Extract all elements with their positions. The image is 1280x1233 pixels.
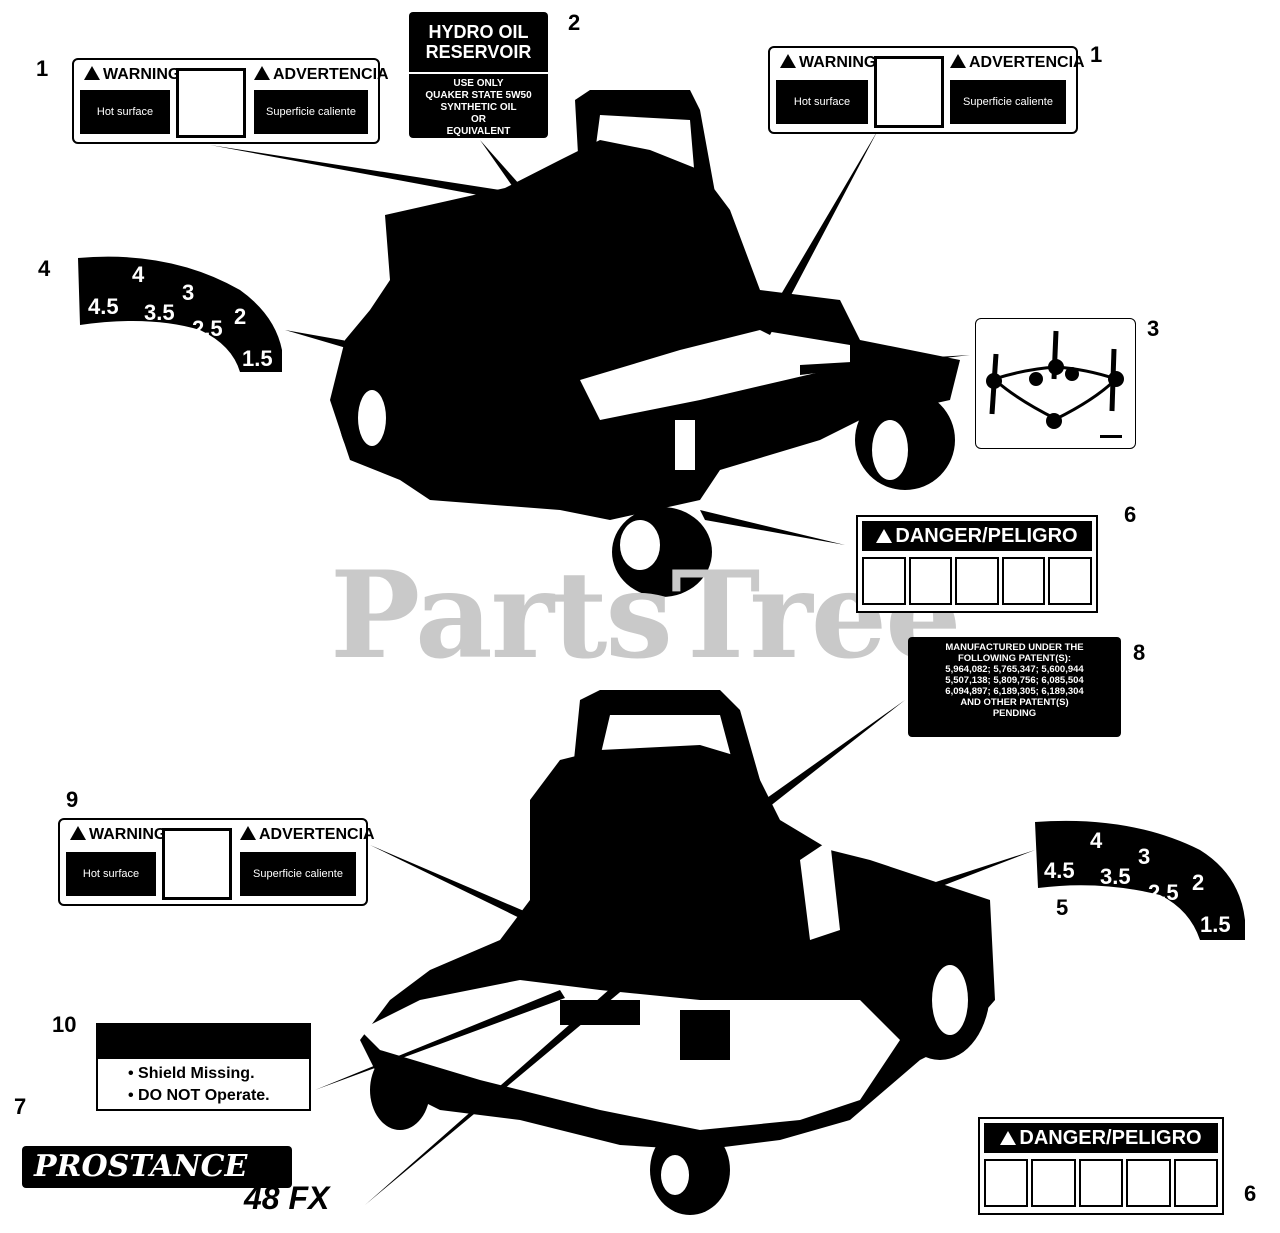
- advertencia-text: ADVERTENCIA: [969, 54, 1085, 71]
- superficie-text: Superficie caliente: [254, 90, 368, 134]
- hot-hand-icon: [176, 68, 246, 138]
- shield-label-header: [98, 1025, 309, 1059]
- speed-3-5: 3.5: [144, 300, 175, 325]
- thrown-object-icon: [908, 557, 953, 605]
- superficie-text: Superficie caliente: [240, 852, 356, 896]
- patent-line-1: MANUFACTURED UNDER THE: [945, 642, 1084, 653]
- speed-2: 2: [1192, 870, 1205, 895]
- callout-7: 7: [14, 1094, 27, 1119]
- hot-surface-label-1-left: WARNING ADVERTENCIA Hot surface Superfic…: [72, 58, 389, 144]
- warning-triangle-icon: [780, 54, 796, 68]
- speed-4-5: 4.5: [88, 294, 119, 319]
- belt-diagram: [986, 330, 1124, 438]
- shield-line-2: • DO NOT Operate.: [128, 1087, 270, 1104]
- patent-line-3: 5,964,082; 5,765,347; 5,600,944: [945, 664, 1084, 675]
- patent-line-2: FOLLOWING PATENT(S):: [957, 653, 1072, 664]
- danger-label-lower: DANGER/PELIGRO: [978, 1117, 1224, 1215]
- warning-triangle-icon: [876, 529, 893, 543]
- hydro-title-2: RESERVOIR: [425, 42, 532, 62]
- callout-2: 2: [568, 10, 581, 35]
- hot-hand-icon: [162, 828, 232, 900]
- hydro-line-1: USE ONLY: [453, 78, 504, 89]
- shield-missing-label: • Shield Missing. • DO NOT Operate.: [96, 1023, 311, 1111]
- warning-text: WARNING: [799, 54, 877, 71]
- speed-3: 3: [182, 280, 195, 305]
- belt-routing-decal: [975, 318, 1136, 449]
- hydro-title-1: HYDRO OIL: [428, 22, 529, 42]
- no-hands-icon: [1048, 557, 1092, 605]
- callout-9: 9: [66, 787, 79, 812]
- speed-3-5: 3.5: [1100, 864, 1131, 889]
- warning-triangle-icon: [70, 826, 86, 840]
- callout-1-right: 1: [1090, 42, 1103, 67]
- warning-text: WARNING: [89, 826, 167, 843]
- hot-surface-label-1-right: WARNING ADVERTENCIA Hot surface Superfic…: [768, 46, 1085, 134]
- no-hands-icon: [1173, 1159, 1219, 1207]
- speed-1-5: 1.5: [242, 346, 273, 371]
- shield-line-1: • Shield Missing.: [128, 1065, 255, 1082]
- superficie-text: Superficie caliente: [950, 80, 1066, 124]
- advertencia-text: ADVERTENCIA: [273, 66, 389, 83]
- danger-label-upper: DANGER/PELIGRO: [856, 515, 1098, 613]
- hot-surface-text: Hot surface: [776, 80, 868, 124]
- callout-6-upper: 6: [1124, 502, 1137, 527]
- keep-distance-icon: [1078, 1159, 1124, 1207]
- read-manual-icon: [862, 557, 906, 605]
- prostance-logo: PROSTANCE: [22, 1146, 292, 1188]
- callout-3: 3: [1147, 316, 1160, 341]
- hot-surface-text: Hot surface: [80, 90, 170, 134]
- patent-line-7: PENDING: [992, 708, 1037, 719]
- hot-surface-label-9: WARNING ADVERTENCIA Hot surface Superfic…: [58, 818, 375, 906]
- hydro-line-4: OR: [471, 114, 486, 125]
- patent-line-4: 5,507,138; 5,809,756; 6,085,504: [945, 675, 1084, 686]
- callout-6-lower: 6: [1244, 1181, 1257, 1206]
- speed-3: 3: [1138, 844, 1151, 869]
- blade-hazard-icon: [1126, 1159, 1171, 1207]
- warning-text: WARNING: [103, 66, 181, 83]
- hydro-line-2: QUAKER STATE 5W50: [425, 90, 532, 101]
- read-manual-icon: [984, 1159, 1029, 1207]
- speed-2: 2: [234, 304, 247, 329]
- patent-line-6: AND OTHER PATENT(S): [960, 697, 1069, 708]
- speed-2-5: 2.5: [1148, 880, 1179, 905]
- speed-4: 4: [1090, 828, 1103, 853]
- speed-2-5: 2.5: [192, 316, 223, 341]
- callout-10: 10: [52, 1012, 77, 1037]
- callout-1-left: 1: [36, 56, 49, 81]
- keep-distance-icon: [955, 557, 999, 605]
- thrown-object-icon: [1031, 1159, 1076, 1207]
- model-logo: 48 FX: [244, 1180, 330, 1216]
- callout-4: 4: [38, 256, 51, 281]
- warning-triangle-icon: [240, 826, 256, 840]
- speed-1-5: 1.5: [1200, 912, 1231, 937]
- callout-5: 5: [1056, 895, 1069, 920]
- warning-triangle-icon: [950, 54, 966, 68]
- hot-hand-icon: [874, 56, 944, 128]
- hydro-line-3: SYNTHETIC OIL: [440, 102, 517, 113]
- warning-triangle-icon: [84, 66, 100, 80]
- speed-4-5: 4.5: [1044, 858, 1075, 883]
- hydro-line-5: EQUIVALENT: [446, 126, 511, 137]
- blade-hazard-icon: [1001, 557, 1046, 605]
- patent-line-5: 6,094,897; 6,189,305; 6,189,304: [945, 686, 1084, 697]
- hot-surface-text: Hot surface: [66, 852, 156, 896]
- callout-8: 8: [1133, 640, 1146, 665]
- patent-label: MANUFACTURED UNDER THE FOLLOWING PATENT(…: [908, 637, 1121, 737]
- leader-lines: [210, 130, 1035, 1205]
- danger-title: DANGER/PELIGRO: [1019, 1126, 1202, 1149]
- advertencia-text: ADVERTENCIA: [259, 826, 375, 843]
- speed-4: 4: [132, 262, 145, 287]
- warning-triangle-icon: [1000, 1131, 1017, 1145]
- warning-triangle-icon: [254, 66, 270, 80]
- danger-title: DANGER/PELIGRO: [895, 524, 1078, 547]
